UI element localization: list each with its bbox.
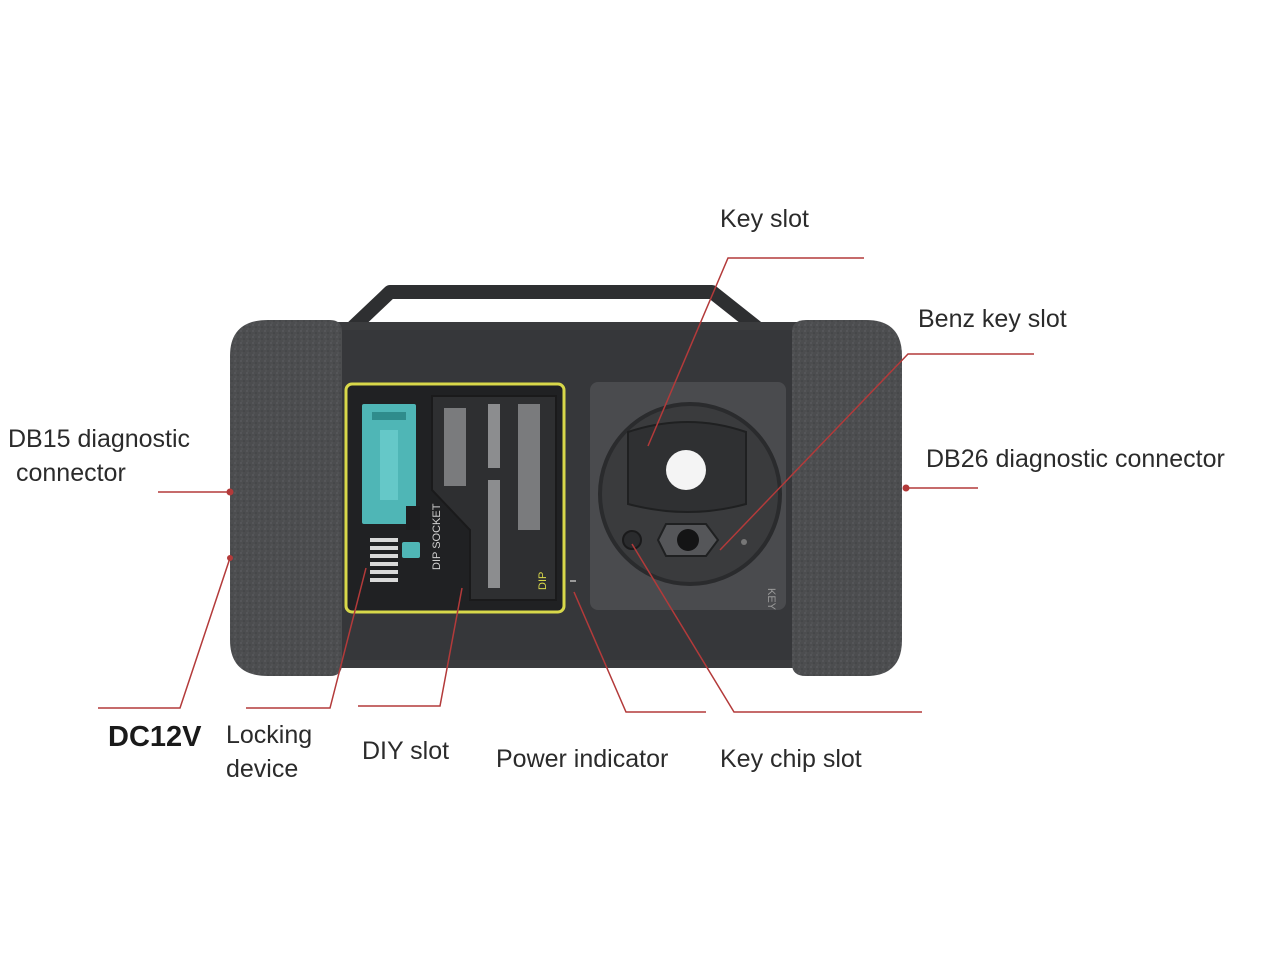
key-chip-slot <box>622 530 642 550</box>
leader-lines <box>98 257 1034 713</box>
label-db15-line2: connector <box>16 459 126 487</box>
label-db26-connector: DB26 diagnostic connector <box>926 445 1225 473</box>
carry-handle <box>345 285 765 336</box>
label-diy-slot: DIY slot <box>362 737 450 765</box>
key-tag-text: KEY <box>765 588 777 611</box>
leader-key-chip-slot <box>631 543 922 713</box>
label-dc12v: DC12V <box>108 721 202 753</box>
label-key-chip-slot: Key chip slot <box>720 745 862 773</box>
locking-lever <box>406 506 420 530</box>
key-slot-hole <box>666 450 706 490</box>
leader-dc12v <box>98 557 231 709</box>
leader-power-indicator <box>573 591 706 713</box>
leader-diy-slot <box>358 587 463 707</box>
leader-key-slot <box>647 257 864 447</box>
pin-grid <box>370 538 398 582</box>
label-locking-device: Locking device <box>226 718 312 786</box>
label-locking-line1: Locking <box>226 721 313 749</box>
label-locking-line2: device <box>226 755 299 783</box>
left-bumper <box>230 320 342 676</box>
dip-socket-text: DIP SOCKET <box>431 503 443 570</box>
diy-connectors <box>444 404 540 588</box>
dip-tag-text: DIP <box>537 572 549 590</box>
label-db15-line1: DB15 diagnostic <box>8 425 191 453</box>
label-benz-key-slot: Benz key slot <box>918 305 1067 333</box>
label-db15-connector: DB15 diagnostic connector <box>8 422 190 490</box>
leader-benz-key-slot <box>719 353 1034 551</box>
label-key-slot: Key slot <box>720 205 809 233</box>
leader-locking-device <box>246 567 367 709</box>
right-bumper <box>792 320 902 676</box>
label-power-indicator: Power indicator <box>496 745 669 773</box>
power-led <box>570 580 576 582</box>
